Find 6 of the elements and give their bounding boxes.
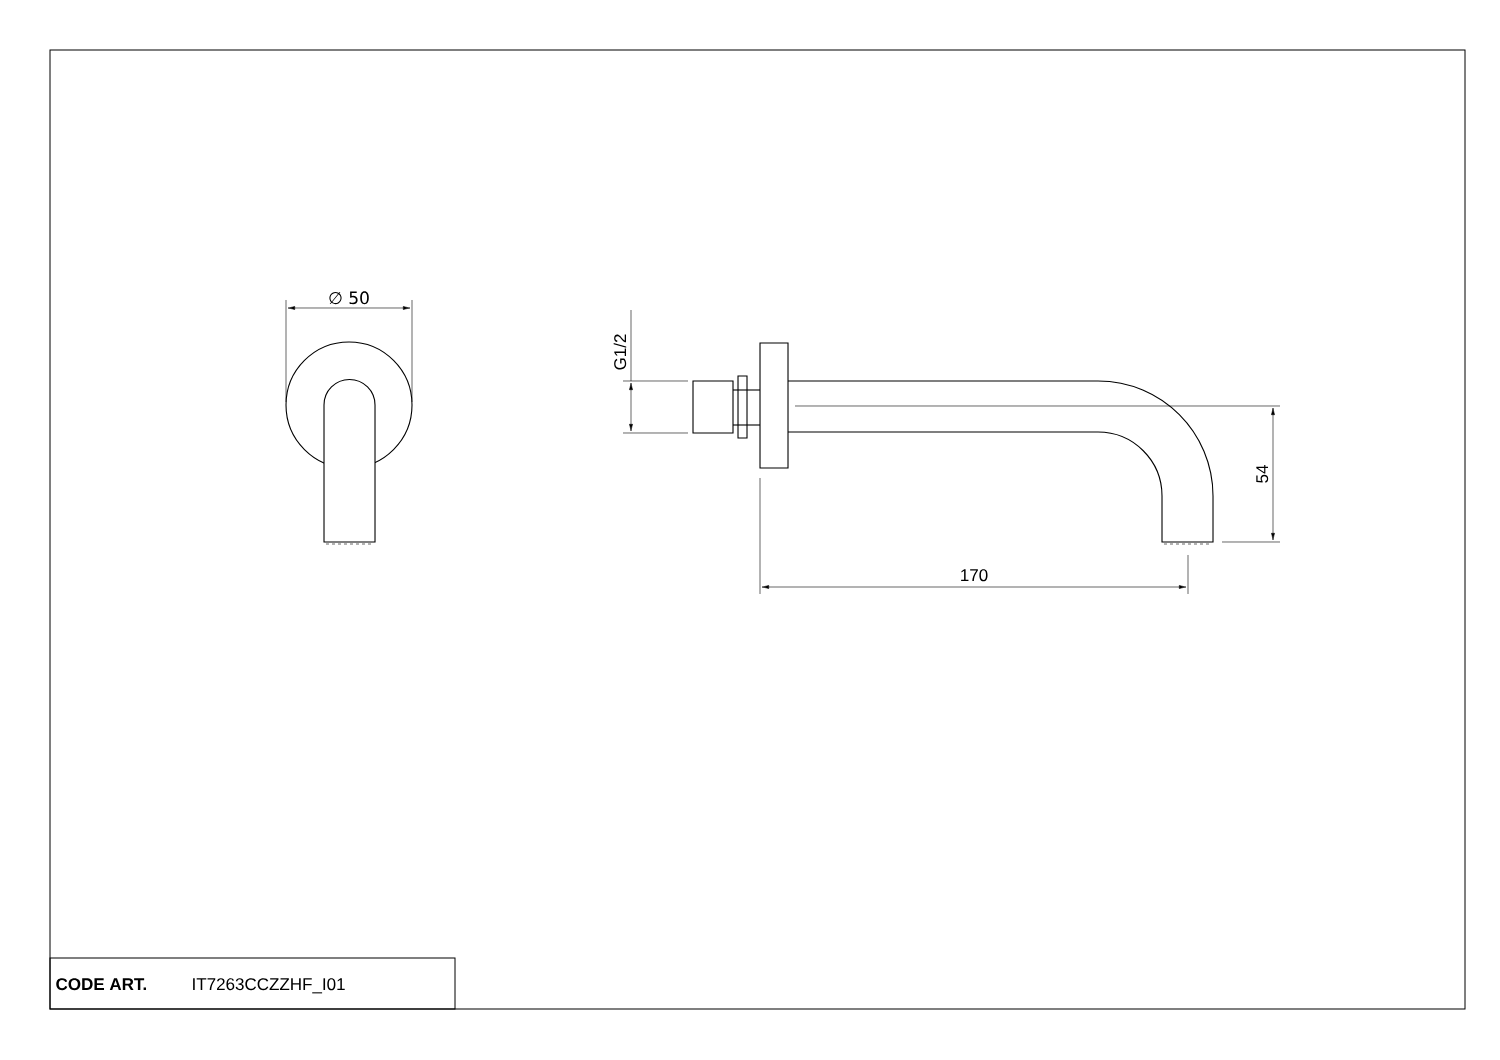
dimension-label: ∅ 50 [329,291,369,305]
dimension-label: G1/2 [613,334,627,370]
field-label: CODE ART. [56,978,146,991]
dimension-label: 170 [961,569,988,582]
dimension-label: 54 [1256,465,1269,483]
article-code: IT7263CCZZHF_I01 [193,978,345,994]
